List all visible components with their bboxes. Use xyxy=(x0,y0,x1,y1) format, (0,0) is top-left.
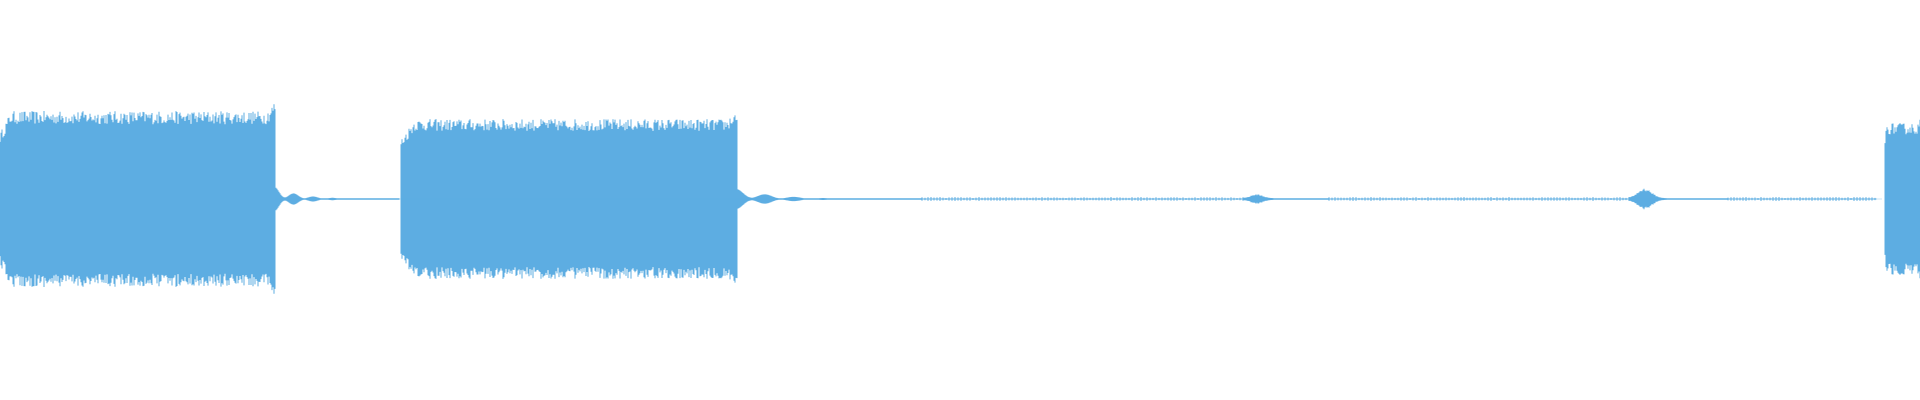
waveform-segment-sustained xyxy=(0,104,276,294)
waveform-segment-sustained xyxy=(1884,119,1920,279)
waveform-channel xyxy=(0,104,1920,294)
